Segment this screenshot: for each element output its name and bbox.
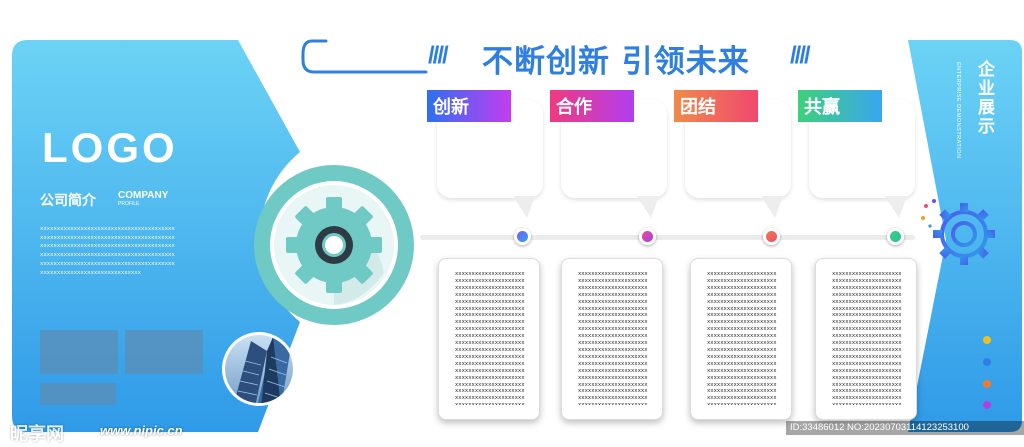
company-profile-subheading: COMPANY PROFILE	[118, 191, 168, 209]
company-profile-heading: 公司简介	[40, 193, 96, 209]
timeline-dot-3	[763, 228, 780, 245]
content-card-4: xxxxxxxxxxxxxxxxxxxxxxxxxxxxxxxxxxxxxxxx…	[815, 258, 917, 420]
content-card-1: xxxxxxxxxxxxxxxxxxxxxxxxxxxxxxxxxxxxxxxx…	[438, 258, 540, 420]
placeholder-box-3	[40, 383, 116, 405]
content-card-2: xxxxxxxxxxxxxxxxxxxxxxxxxxxxxxxxxxxxxxxx…	[561, 258, 663, 420]
tab-label-4: 共赢	[798, 90, 882, 122]
gear-icon	[254, 165, 414, 325]
placeholder-box-2	[125, 330, 203, 374]
content-card-text-2: xxxxxxxxxxxxxxxxxxxxxxxxxxxxxxxxxxxxxxxx…	[578, 271, 648, 405]
building-photo	[222, 332, 296, 406]
tab-label-1: 创新	[427, 90, 511, 122]
tab-label-3: 团结	[674, 90, 758, 122]
image-id-bar: ID:33486012 NO:20230703114123253100	[786, 421, 1024, 435]
company-profile-text: xxxxxxxxxxxxxxxxxxxxxxxxxxxxxxxxxxxxxxxx…	[40, 226, 175, 276]
placeholder-box-1	[40, 330, 118, 374]
speech-bubble-tail-3	[761, 196, 783, 218]
content-card-text-1: xxxxxxxxxxxxxxxxxxxxxxxxxxxxxxxxxxxxxxxx…	[455, 271, 525, 405]
timeline-dot-1	[514, 228, 531, 245]
content-card-text-4: xxxxxxxxxxxxxxxxxxxxxxxxxxxxxxxxxxxxxxxx…	[832, 271, 902, 405]
side-dot-1	[983, 336, 991, 344]
logo: LOGO	[42, 124, 178, 171]
header-hatch-right: ////	[790, 42, 811, 69]
page-title: 不断创新 引领未来	[482, 44, 750, 80]
profile-label: PROFILE	[118, 201, 140, 207]
speech-bubble-tail-4	[885, 196, 907, 218]
content-card-3: xxxxxxxxxxxxxxxxxxxxxxxxxxxxxxxxxxxxxxxx…	[690, 258, 792, 420]
header-bracket	[301, 39, 428, 74]
timeline-dot-4	[887, 228, 904, 245]
side-dot-4	[983, 401, 991, 409]
speech-bubble-tail-2	[637, 196, 659, 218]
timeline-line	[420, 235, 915, 240]
header-hatch-left: ////	[428, 42, 449, 69]
side-dot-3	[983, 380, 991, 388]
watermark-url: www.nipic.cn	[100, 423, 183, 438]
content-card-text-3: xxxxxxxxxxxxxxxxxxxxxxxxxxxxxxxxxxxxxxxx…	[707, 271, 777, 405]
enterprise-title: 企业展示	[974, 60, 994, 136]
company-label: COMPANY	[118, 190, 169, 201]
speech-bubble-tail-1	[513, 196, 535, 218]
watermark-brand: 昵享网	[10, 424, 64, 445]
side-dot-2	[983, 358, 991, 366]
timeline-dot-2	[639, 228, 656, 245]
tab-label-2: 合作	[550, 90, 634, 122]
enterprise-subtitle: ENTERPRISE DEMONSTRATION	[955, 62, 961, 159]
small-gear-icon	[921, 199, 995, 265]
right-panel	[908, 40, 1022, 432]
